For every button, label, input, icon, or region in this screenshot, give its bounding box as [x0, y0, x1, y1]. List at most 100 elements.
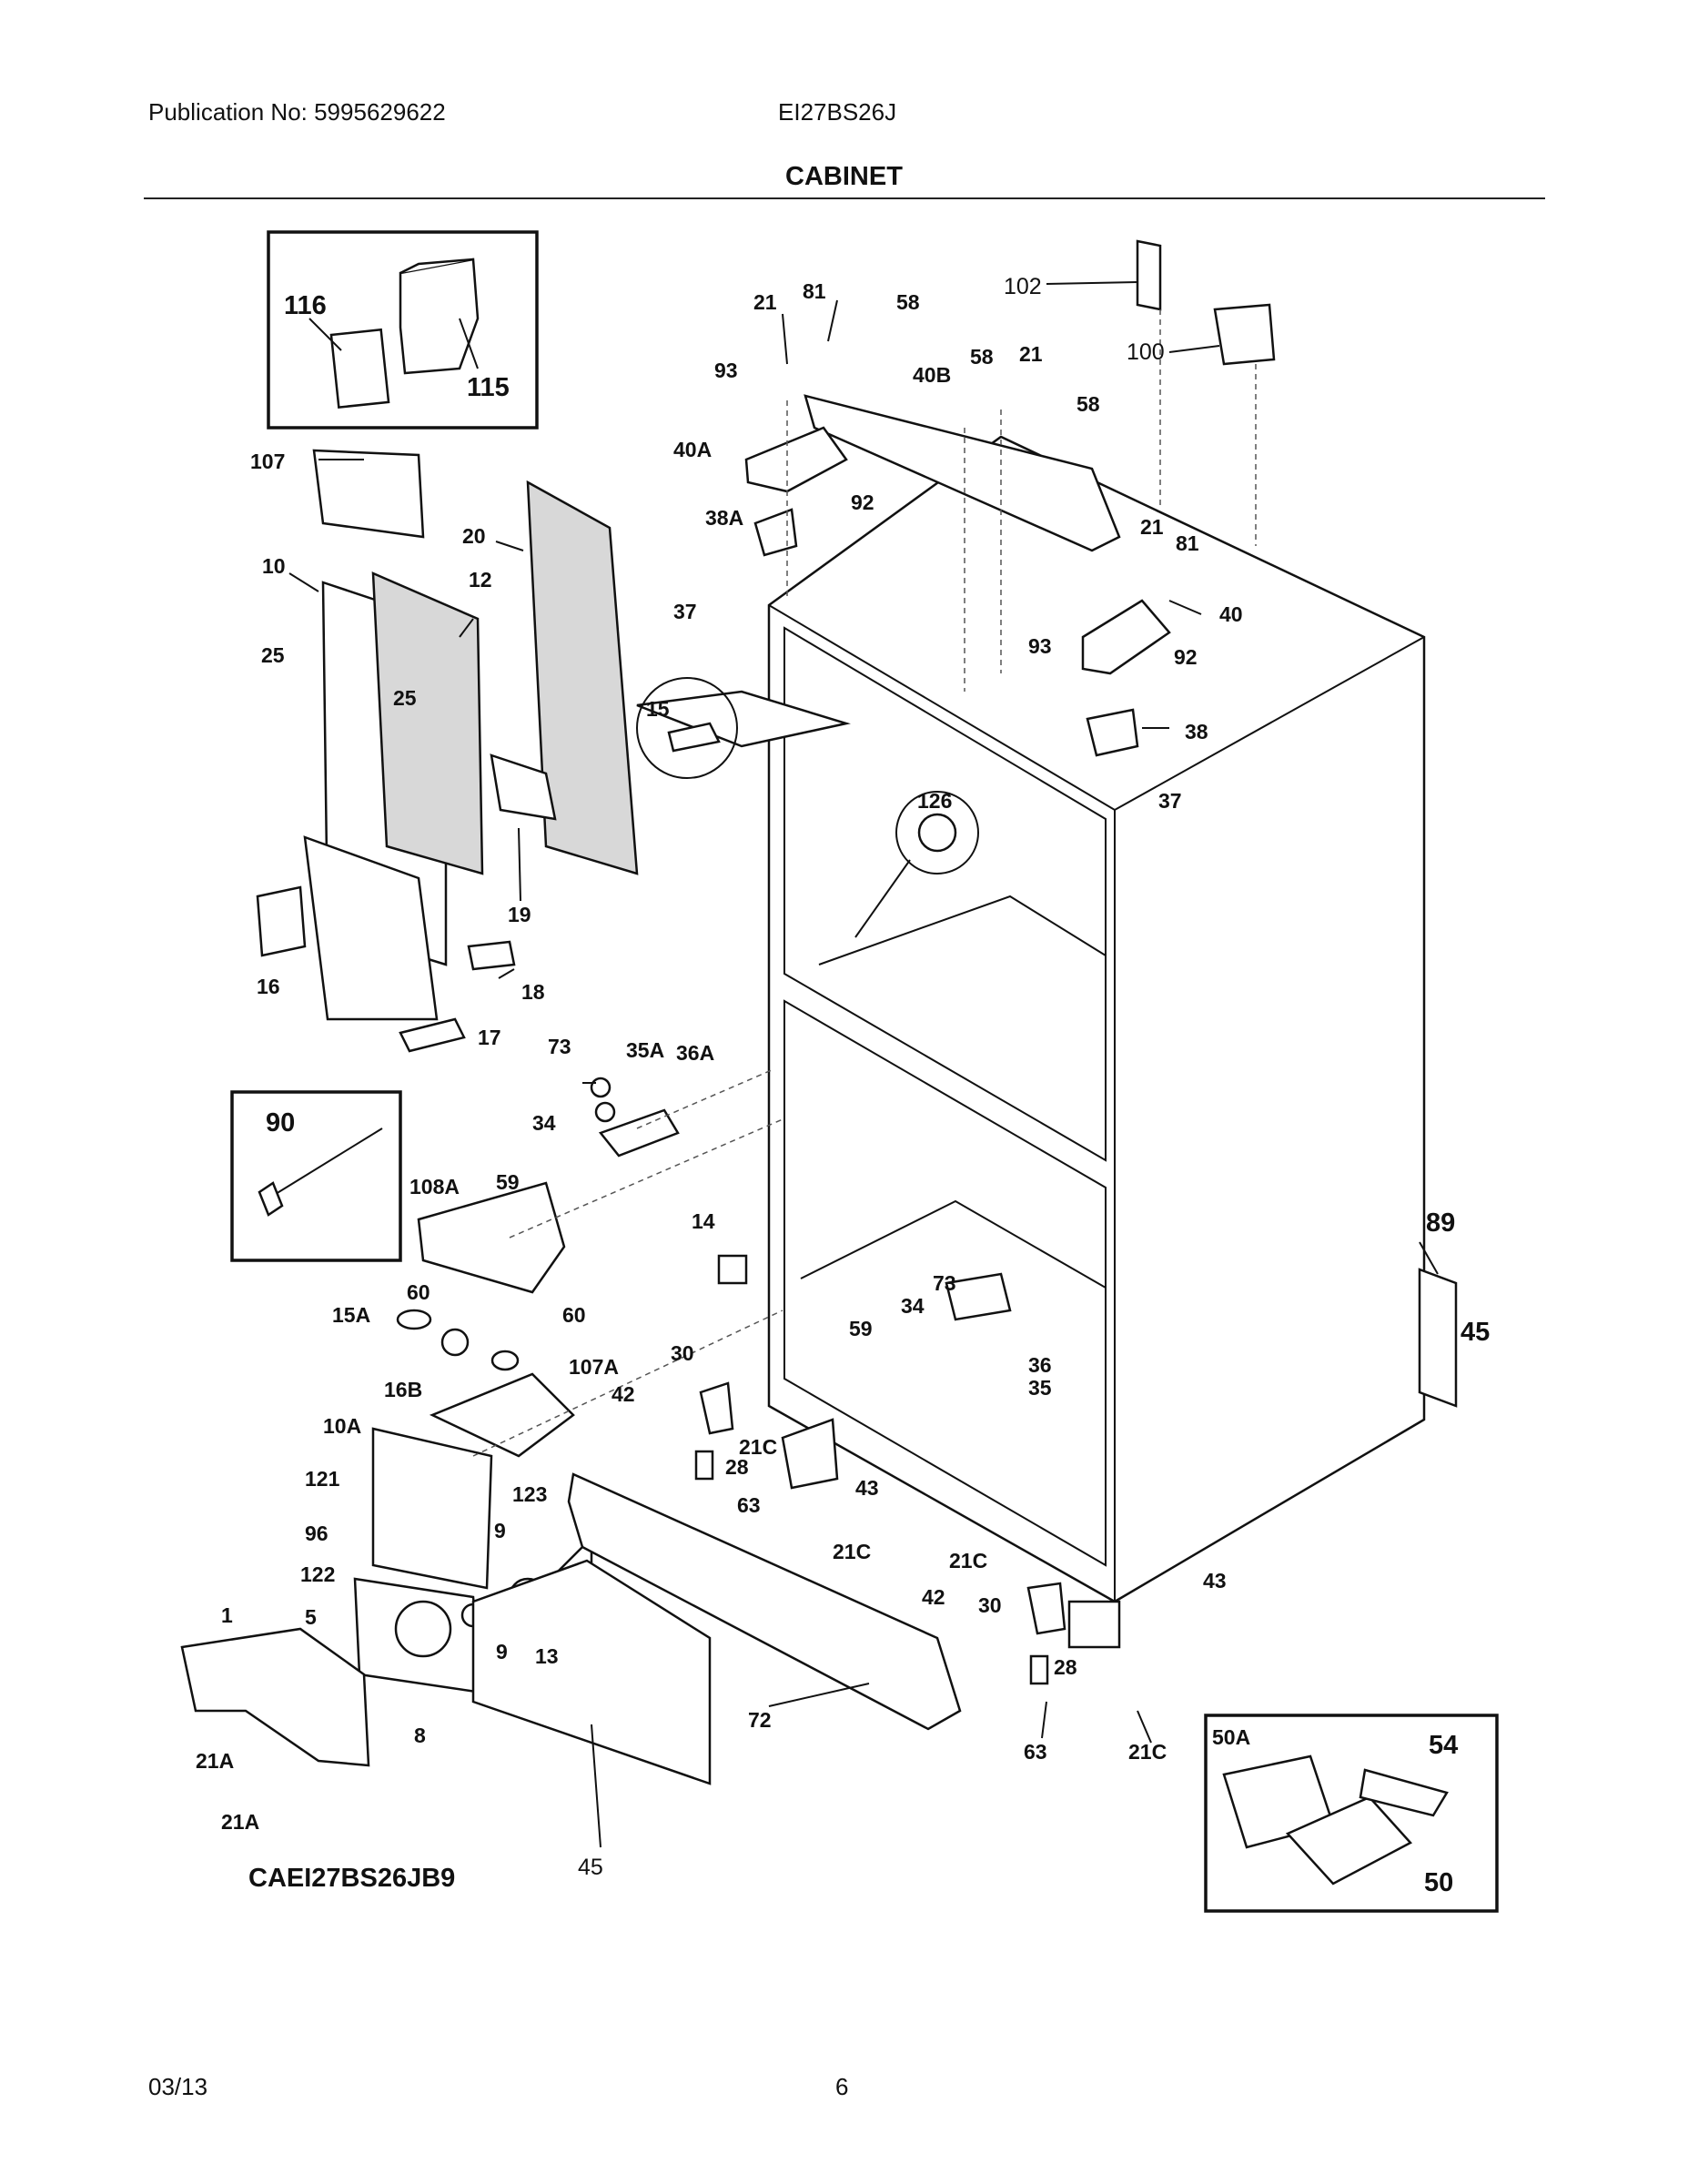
label-122: 122 [300, 1562, 335, 1586]
label-1: 1 [221, 1603, 233, 1627]
label-50a: 50A [1212, 1725, 1250, 1749]
part-fan [394, 1600, 452, 1658]
part-38-hinge [1086, 708, 1139, 757]
part-38a-hinge [753, 508, 798, 557]
label-89: 89 [1426, 1208, 1455, 1238]
label-21c-d: 21C [1128, 1740, 1167, 1764]
model-number: EI27BS26J [778, 98, 897, 126]
label-96: 96 [305, 1522, 329, 1545]
part-100-bracket [1213, 303, 1276, 366]
label-21c-c: 21C [949, 1549, 987, 1572]
label-10a: 10A [323, 1414, 361, 1438]
cabinet-body [767, 435, 1426, 1603]
label-73-a: 73 [548, 1035, 571, 1058]
label-63-a: 63 [737, 1493, 761, 1517]
part-12-panel [371, 571, 484, 875]
part-108a-housing [417, 1181, 566, 1294]
part-20-insulation [526, 480, 639, 875]
label-17: 17 [478, 1026, 501, 1049]
label-20: 20 [462, 524, 486, 548]
label-37-a: 37 [673, 600, 697, 623]
label-59-a: 59 [496, 1170, 520, 1194]
publication-number: Publication No: 5995629622 [148, 98, 446, 126]
inset-box-crisper [1204, 1714, 1499, 1913]
label-92-b: 92 [1174, 645, 1198, 669]
label-107: 107 [250, 450, 285, 473]
label-16b: 16B [384, 1378, 422, 1401]
part-18-lever [467, 940, 516, 971]
part-14-clip [717, 1254, 748, 1285]
part-102-bracket [1136, 239, 1162, 311]
label-15a: 15A [332, 1303, 370, 1327]
part-15a-bulb [396, 1309, 432, 1330]
label-21-c: 21 [1140, 515, 1164, 539]
part-63-leveler [694, 1450, 714, 1481]
footer-date: 03/13 [148, 2073, 208, 2100]
label-42-a: 42 [612, 1382, 635, 1406]
label-63-b: 63 [1024, 1740, 1047, 1764]
label-30-a: 30 [671, 1341, 694, 1365]
label-9-a: 9 [494, 1519, 506, 1542]
header-rule [144, 197, 1545, 199]
section-title: CABINET [785, 162, 903, 191]
label-116: 116 [284, 291, 327, 320]
label-38a: 38A [705, 506, 743, 530]
label-45-b: 45 [578, 1855, 603, 1880]
label-73-b: 73 [933, 1271, 956, 1295]
label-21a-a: 21A [196, 1749, 234, 1773]
part-115-ice-unit [399, 258, 480, 375]
part-72-grille [567, 1472, 962, 1731]
label-100: 100 [1127, 339, 1165, 365]
label-9-b: 9 [496, 1640, 508, 1663]
label-45-a: 45 [1461, 1318, 1490, 1347]
label-30-b: 30 [978, 1593, 1002, 1617]
part-19-bracket [490, 753, 557, 821]
label-38: 38 [1185, 720, 1208, 743]
label-81-b: 81 [1176, 531, 1199, 555]
label-90: 90 [266, 1108, 295, 1138]
part-63-leveler-b [1029, 1654, 1049, 1685]
part-30-bracket-b [1026, 1582, 1066, 1635]
label-60-a: 60 [407, 1280, 430, 1304]
label-10: 10 [262, 554, 286, 578]
part-28-hinge [781, 1418, 839, 1490]
label-126: 126 [917, 789, 952, 813]
label-43-a: 43 [855, 1476, 879, 1500]
part-1-duct [180, 1627, 370, 1767]
label-35: 35 [1028, 1376, 1052, 1400]
diagram-code: CAEI27BS26JB9 [248, 1864, 455, 1893]
label-108a: 108A [409, 1175, 460, 1198]
label-28-b: 28 [1054, 1655, 1077, 1679]
inset-box-heater [230, 1090, 402, 1262]
label-115: 115 [467, 373, 510, 402]
part-121-panel [371, 1427, 493, 1590]
part-54-strip [1359, 1768, 1449, 1817]
part-10-chute [303, 835, 439, 1021]
label-40: 40 [1219, 602, 1243, 626]
label-121: 121 [305, 1467, 340, 1491]
label-58-a: 58 [896, 290, 920, 314]
label-8: 8 [414, 1724, 426, 1747]
label-60-b: 60 [562, 1303, 586, 1327]
part-89-panel [1418, 1268, 1458, 1408]
inset-box-ice-bucket [267, 230, 539, 430]
label-16: 16 [257, 975, 280, 998]
label-42-b: 42 [922, 1585, 945, 1609]
label-36a: 36A [676, 1041, 714, 1065]
label-40a: 40A [673, 438, 712, 461]
part-35a-bracket [598, 1108, 680, 1158]
label-93-a: 93 [714, 359, 738, 382]
label-72: 72 [748, 1708, 772, 1732]
label-28-a: 28 [725, 1455, 749, 1479]
part-107a-cover [429, 1372, 575, 1458]
part-30-bracket [699, 1381, 734, 1435]
part-16b-socket [440, 1328, 470, 1357]
leader-lines [288, 281, 1439, 1848]
label-81-a: 81 [803, 279, 826, 303]
footer-page-number: 6 [835, 2073, 849, 2100]
label-58-b: 58 [970, 345, 994, 369]
part-36-bracket [945, 1272, 1012, 1321]
part-labels: 116 115 107 20 10 12 25 25 19 16 18 17 2… [196, 274, 1490, 1897]
label-59-b: 59 [849, 1317, 873, 1340]
label-43-b: 43 [1203, 1569, 1227, 1592]
